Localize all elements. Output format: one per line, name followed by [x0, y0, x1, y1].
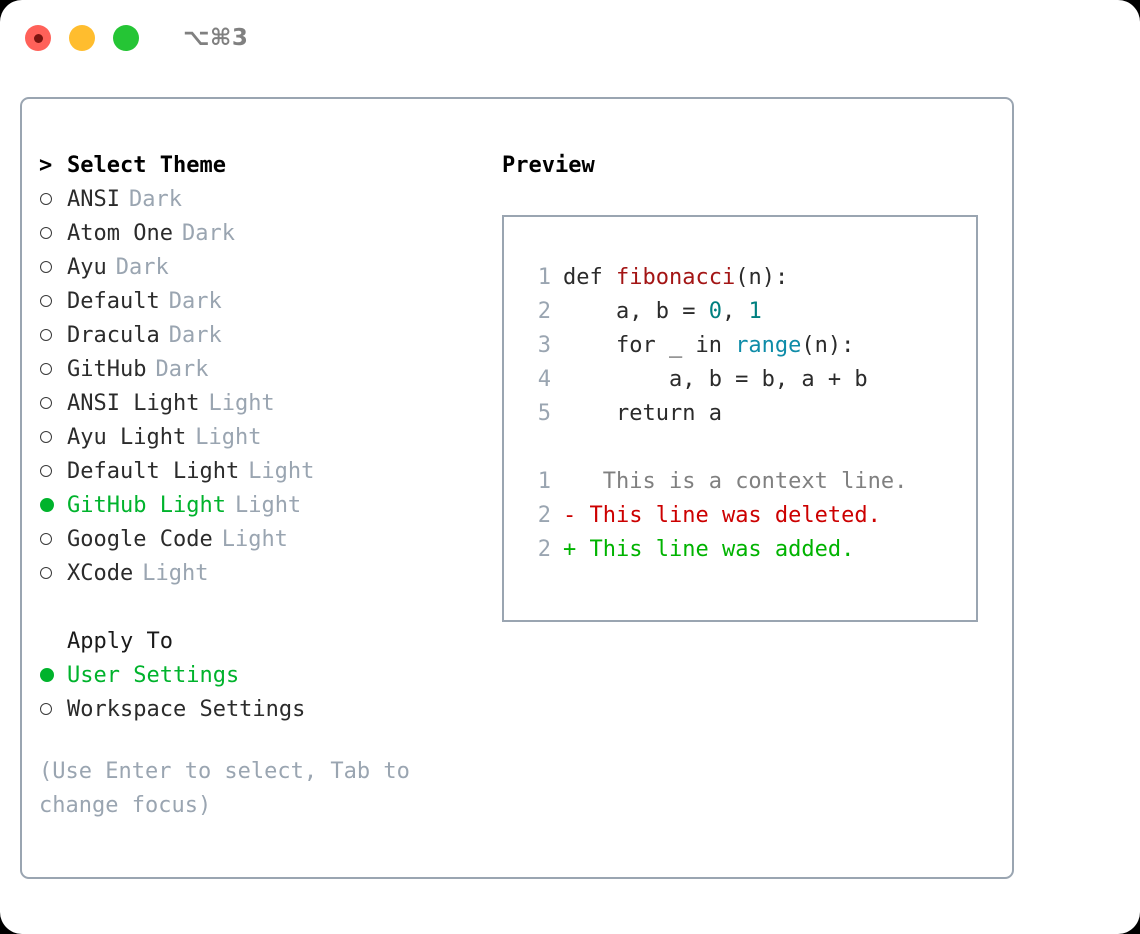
theme-tag: Dark	[168, 289, 222, 314]
close-button-icon[interactable]	[25, 25, 51, 51]
preview-spacer	[521, 431, 976, 465]
maximize-button-icon[interactable]	[113, 25, 139, 51]
preview-box: 1 def fibonacci(n): 2 a, b = 0, 1 3 for …	[502, 215, 978, 622]
theme-tag: Light	[195, 425, 262, 450]
theme-item-dracula[interactable]: Dracula Dark	[39, 319, 489, 353]
diff-marker: -	[563, 503, 577, 528]
diff-line-added: 2 + This line was added.	[521, 533, 976, 567]
preview-column: Preview 1 def fibonacci(n): 2 a, b = 0, …	[502, 149, 978, 622]
theme-name: Ayu Light	[67, 425, 187, 450]
code-segment: ,	[721, 299, 749, 324]
code-line: 3 for _ in range(n):	[521, 329, 976, 363]
diff-text: This line was deleted.	[576, 503, 881, 528]
theme-item-default-light[interactable]: Default Light Light	[39, 455, 489, 489]
theme-tag: Light	[234, 493, 302, 518]
theme-name: XCode	[67, 561, 134, 586]
line-number: 5	[537, 401, 551, 426]
main-content-panel: > Select Theme ANSI Dark Atom One Dark A…	[20, 97, 1014, 879]
theme-name: Google Code	[67, 527, 213, 552]
line-number: 1	[537, 469, 551, 494]
theme-name: Dracula	[67, 323, 160, 348]
code-line: 5 return a	[521, 397, 976, 431]
diff-marker	[563, 465, 576, 499]
code-segment-function: fibonacci	[615, 265, 736, 290]
code-segment: def	[563, 265, 616, 290]
preview-title: Preview	[502, 153, 595, 178]
theme-tag: Light	[221, 527, 288, 552]
theme-tag: Dark	[155, 357, 209, 382]
theme-item-default[interactable]: Default Dark	[39, 285, 489, 319]
diff-line-deleted: 2 - This line was deleted.	[521, 499, 976, 533]
select-theme-header: > Select Theme	[39, 149, 489, 183]
theme-name: ANSI Light	[67, 391, 200, 416]
apply-to-header: Apply To	[39, 625, 489, 659]
code-segment-number: 1	[748, 299, 762, 324]
diff-text: This is a context line.	[576, 469, 908, 494]
theme-item-ayu[interactable]: Ayu Dark	[39, 251, 489, 285]
apply-to-option-label: User Settings	[67, 663, 240, 688]
line-number: 3	[537, 333, 551, 358]
theme-tag: Dark	[128, 187, 182, 212]
theme-name: ANSI	[67, 187, 120, 212]
theme-item-ansi[interactable]: ANSI Dark	[39, 183, 489, 217]
theme-item-google-code[interactable]: Google Code Light	[39, 523, 489, 557]
diff-marker: +	[563, 537, 577, 562]
theme-item-github[interactable]: GitHub Dark	[39, 353, 489, 387]
code-segment: for _ in	[563, 333, 736, 358]
theme-name: Atom One	[67, 221, 173, 246]
theme-name: Default	[67, 289, 160, 314]
theme-item-ayu-light[interactable]: Ayu Light Light	[39, 421, 489, 455]
code-line: 2 a, b = 0, 1	[521, 295, 976, 329]
theme-item-xcode[interactable]: XCode Light	[39, 557, 489, 591]
line-number: 2	[537, 299, 551, 324]
apply-to-title: Apply To	[67, 629, 173, 654]
theme-selection-column: > Select Theme ANSI Dark Atom One Dark A…	[39, 149, 489, 823]
line-number: 2	[537, 503, 551, 528]
theme-tag: Light	[248, 459, 315, 484]
line-number: 1	[537, 265, 551, 290]
theme-name: GitHub Light	[67, 493, 226, 518]
apply-to-workspace-settings[interactable]: Workspace Settings	[39, 693, 489, 727]
code-segment: (n):	[801, 333, 855, 358]
keyboard-hint-text: (Use Enter to select, Tab to change focu…	[39, 759, 410, 818]
line-number: 2	[537, 537, 551, 562]
code-line: 4 a, b = b, a + b	[521, 363, 976, 397]
code-segment: return a	[563, 401, 722, 426]
theme-name: GitHub	[67, 357, 147, 382]
theme-item-ansi-light[interactable]: ANSI Light Light	[39, 387, 489, 421]
theme-name: Default Light	[67, 459, 240, 484]
code-line: 1 def fibonacci(n):	[521, 261, 976, 295]
theme-tag: Dark	[181, 221, 235, 246]
code-segment-builtin: range	[735, 333, 802, 358]
theme-tag: Light	[142, 561, 209, 586]
theme-item-github-light[interactable]: GitHub Light Light	[39, 489, 489, 523]
keyboard-shortcut-label: ⌥⌘3	[183, 25, 249, 51]
code-segment: a, b =	[563, 299, 709, 324]
title-bar: ⌥⌘3	[0, 0, 1140, 76]
minimize-button-icon[interactable]	[69, 25, 95, 51]
diff-line-context: 1 This is a context line.	[521, 465, 976, 499]
apply-to-user-settings[interactable]: User Settings	[39, 659, 489, 693]
window-controls	[25, 25, 139, 51]
code-segment-number: 0	[708, 299, 722, 324]
theme-name: Ayu	[67, 255, 107, 280]
diff-text: This line was added.	[576, 537, 855, 562]
apply-to-option-label: Workspace Settings	[67, 697, 306, 722]
theme-tag: Light	[208, 391, 275, 416]
caret-icon: >	[39, 153, 53, 178]
theme-tag: Dark	[115, 255, 169, 280]
theme-tag: Dark	[168, 323, 222, 348]
code-segment: a, b = b, a + b	[563, 367, 868, 392]
code-segment: (n):	[735, 265, 789, 290]
select-theme-title: Select Theme	[67, 153, 226, 178]
theme-item-atom-one[interactable]: Atom One Dark	[39, 217, 489, 251]
line-number: 4	[537, 367, 551, 392]
section-spacer	[39, 591, 489, 625]
